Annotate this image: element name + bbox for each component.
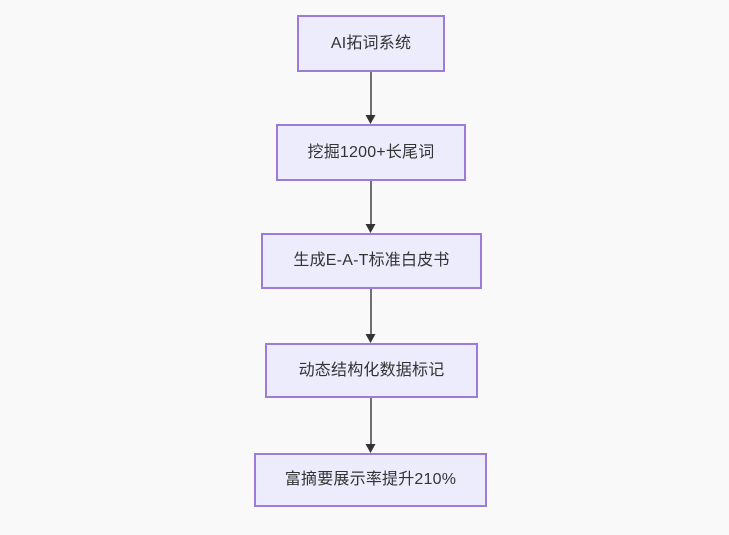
arrowhead-icon: [365, 224, 376, 233]
arrowhead-icon: [365, 444, 376, 453]
arrowhead-icon: [365, 334, 376, 343]
edge-line: [370, 398, 372, 445]
flow-node-structured-data-markup[interactable]: 动态结构化数据标记: [265, 343, 478, 398]
edge-line: [370, 72, 372, 116]
flow-node-ai-keyword-system[interactable]: AI拓词系统: [297, 15, 445, 72]
edge-line: [370, 181, 372, 225]
flow-node-rich-snippet-result[interactable]: 富摘要展示率提升210%: [254, 453, 487, 507]
edge-line: [370, 289, 372, 335]
flow-node-longtail-mining[interactable]: 挖掘1200+长尾词: [276, 124, 466, 181]
arrowhead-icon: [365, 115, 376, 124]
flow-node-eat-whitepaper[interactable]: 生成E-A-T标准白皮书: [261, 233, 482, 289]
